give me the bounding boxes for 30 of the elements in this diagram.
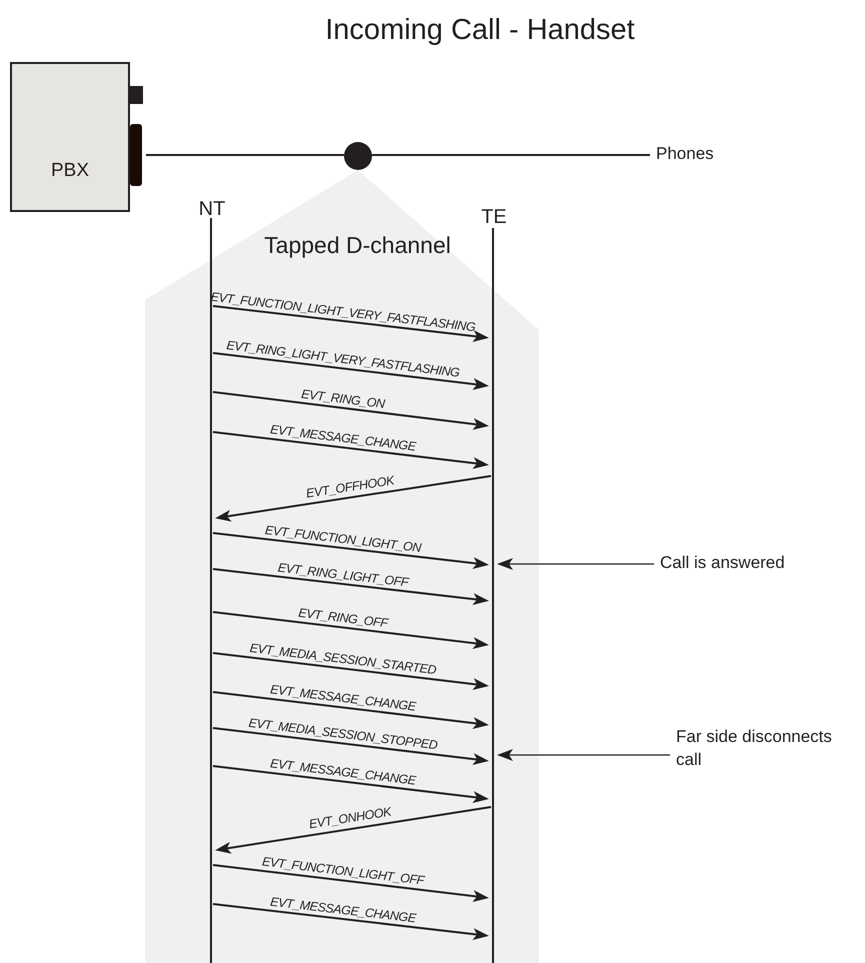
message-arrow <box>215 475 492 522</box>
message-arrow <box>212 691 489 729</box>
leader-arrow <box>497 749 670 761</box>
message-label: EVT_RING_OFF <box>298 606 389 630</box>
message-arrow <box>212 611 489 649</box>
message-arrow <box>212 652 489 690</box>
message-arrow <box>212 765 489 803</box>
lifeline-label: NT <box>198 198 226 221</box>
message-label: EVT_RING_ON <box>300 386 386 411</box>
message-arrow <box>215 806 492 854</box>
message-arrow <box>212 431 489 469</box>
message-arrow <box>212 903 489 940</box>
cable-line <box>372 154 650 156</box>
lifeline-label: TE <box>480 206 508 229</box>
leader-arrow <box>497 558 654 570</box>
cable-line <box>146 154 344 156</box>
unit-label: PBX <box>50 160 90 182</box>
message-arrow <box>212 864 489 902</box>
region-label: Tapped D-channel <box>263 232 452 259</box>
callout-text: Call is answered <box>660 552 785 574</box>
message-arrow <box>212 305 489 342</box>
diagram-title: Incoming Call - Handset <box>324 14 636 47</box>
message-arrow <box>212 568 489 606</box>
message-arrow <box>212 391 489 430</box>
message-arrow <box>212 727 489 765</box>
tap-point <box>344 142 372 170</box>
message-arrow <box>212 532 489 570</box>
line-end-label: Phones <box>656 143 714 165</box>
callout-text: Far side disconnects call <box>676 726 833 771</box>
message-arrow <box>212 352 489 390</box>
